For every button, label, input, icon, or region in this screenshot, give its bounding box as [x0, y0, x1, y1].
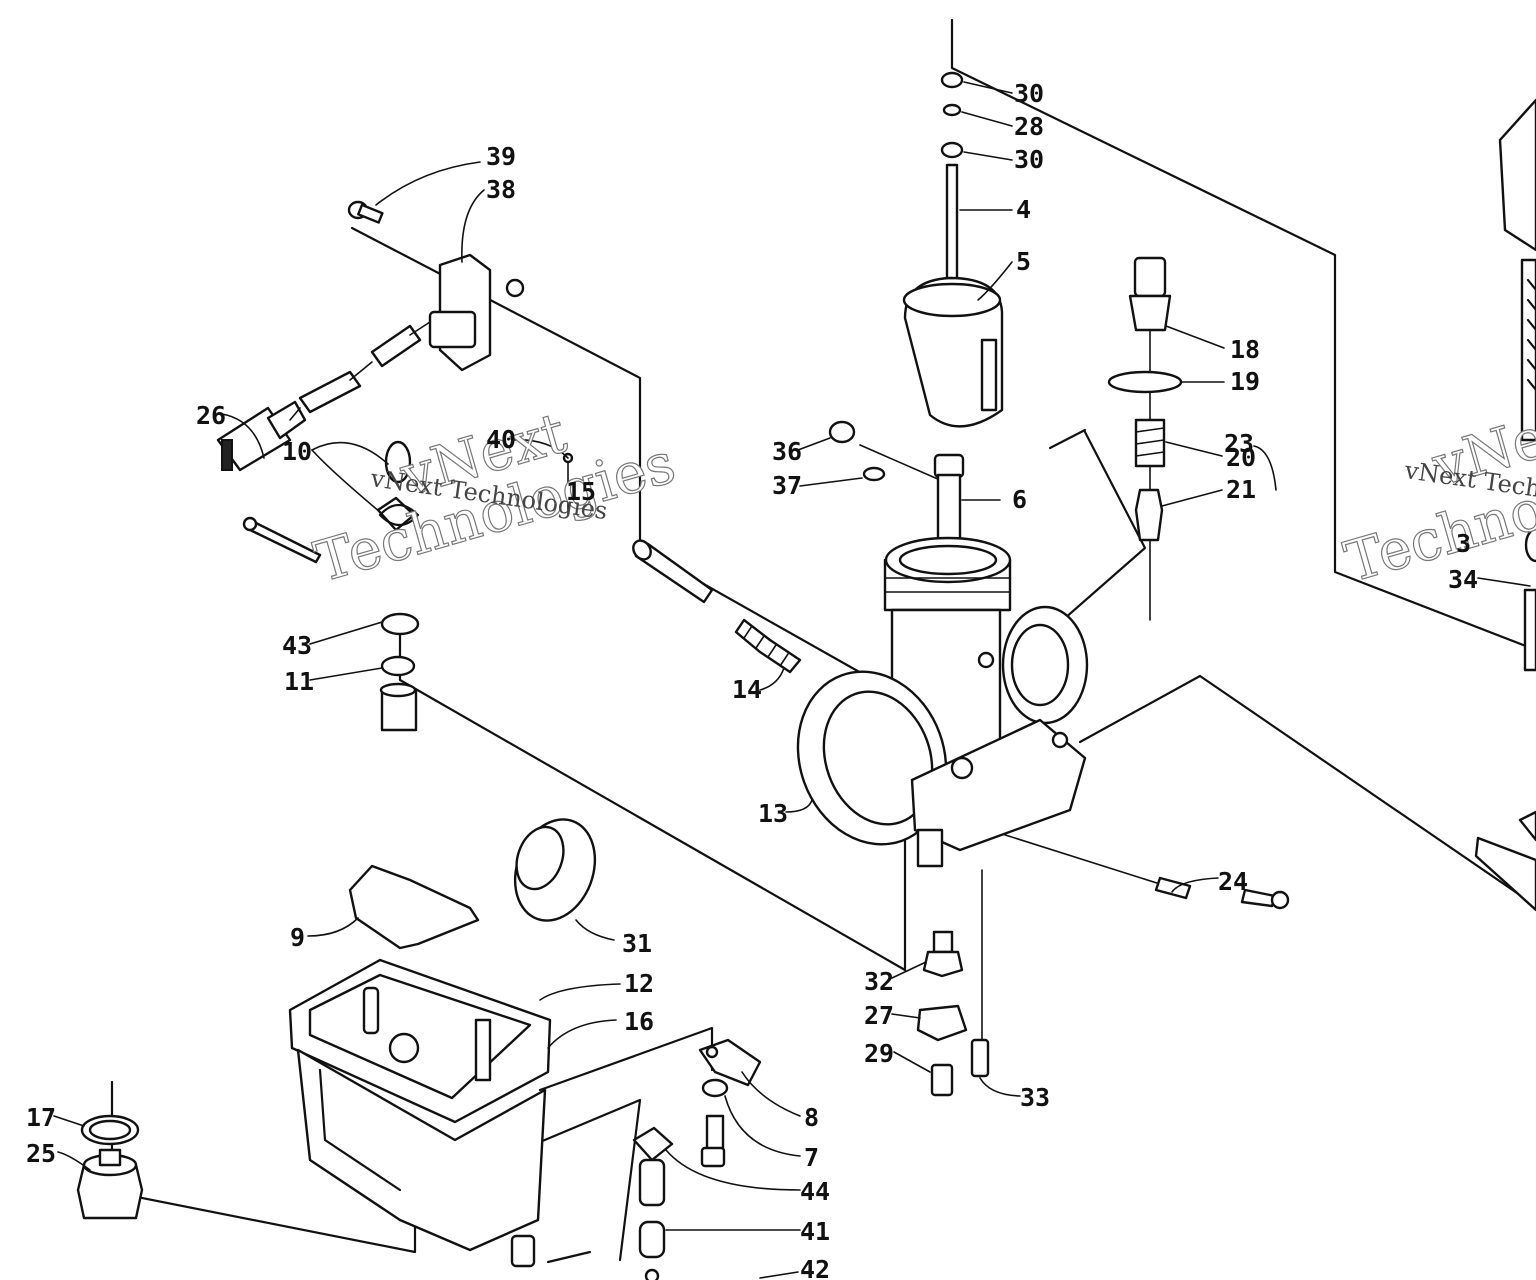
callout-7: 7: [804, 1143, 819, 1172]
callout-9: 9: [290, 923, 305, 952]
right-edge-partial-parts: [1474, 98, 1536, 912]
callout-23: 23: [1224, 429, 1254, 458]
callout-3: 3: [1456, 529, 1471, 558]
float-31: [513, 452, 597, 922]
callout-25: 25: [26, 1139, 56, 1168]
callout-33: 33: [1020, 1083, 1050, 1112]
callout-6: 6: [1012, 485, 1027, 514]
callout-31: 31: [622, 929, 652, 958]
needle-slide-stack: [902, 71, 1004, 587]
watermark-right: vNext Technologies vNext Technologies: [1337, 390, 1536, 596]
callout-4: 4: [1016, 195, 1031, 224]
callout-29: 29: [864, 1039, 894, 1068]
callout-44: 44: [800, 1177, 830, 1206]
screw-39-part: [347, 200, 384, 224]
callout-16: 16: [624, 1007, 654, 1036]
callout-30b: 30: [1014, 145, 1044, 174]
callout-12: 12: [624, 969, 654, 998]
callout-28: 28: [1014, 112, 1044, 141]
callout-21: 21: [1226, 475, 1256, 504]
callout-19: 19: [1230, 367, 1260, 396]
plug-21: [1134, 488, 1164, 542]
left-valve-stack: [376, 440, 420, 732]
callout-40: 40: [486, 425, 516, 454]
callout-24: 24: [1218, 867, 1248, 896]
callout-13: 13: [758, 799, 788, 828]
carburetor-body-13: [796, 536, 1089, 868]
throttle-slide-5: [902, 276, 1004, 428]
callout-5: 5: [1016, 247, 1031, 276]
valve-seat-18: [1133, 256, 1167, 298]
callout-11: 11: [284, 667, 314, 696]
callout-20: 20: [1226, 443, 1256, 472]
cable-connector-part: [216, 321, 431, 472]
clip-30-bottom: [940, 141, 964, 159]
callout-10: 10: [282, 437, 312, 466]
callout-37: 37: [772, 471, 802, 500]
callout-26: 26: [196, 401, 226, 430]
callout-42: 42: [800, 1255, 830, 1280]
float-bowl-12: [288, 958, 552, 1268]
bracket-38-part: [428, 253, 525, 372]
callout-8: 8: [804, 1103, 819, 1132]
lower-right-small-parts: [632, 1038, 762, 1280]
clip-30-top: [940, 71, 964, 89]
drain-plug-17-25: [76, 1114, 144, 1220]
callout-34: 34: [1448, 565, 1478, 594]
callout-41: 41: [800, 1217, 830, 1246]
callout-30a: 30: [1014, 79, 1044, 108]
pilot-screw-15-spring-14: [632, 539, 802, 674]
callout-17: 17: [26, 1103, 56, 1132]
float-valve-stack: [1107, 256, 1183, 542]
callout-43: 43: [282, 631, 312, 660]
throttle-switch-assembly: [216, 200, 525, 472]
callout-39: 39: [486, 142, 516, 171]
callout-14: 14: [732, 675, 762, 704]
screw-36-37: [828, 420, 886, 482]
pin-26-float-arm-9: [242, 516, 480, 950]
main-jet-stack: [916, 930, 990, 1097]
washer-28: [942, 103, 962, 117]
leader-lines: [53, 81, 1531, 1279]
callout-27: 27: [864, 1001, 894, 1030]
callout-18: 18: [1230, 335, 1260, 364]
callout-36: 36: [772, 437, 802, 466]
idle-screw-23-24: [1154, 876, 1290, 910]
gasket-19: [1107, 370, 1183, 394]
callout-32: 32: [864, 967, 894, 996]
callout-labels: 39 38 30 28 30 4 5 18 19 20 21 36 37 6 1…: [26, 79, 1478, 1280]
callout-38: 38: [486, 175, 516, 204]
callout-15: 15: [566, 477, 596, 506]
